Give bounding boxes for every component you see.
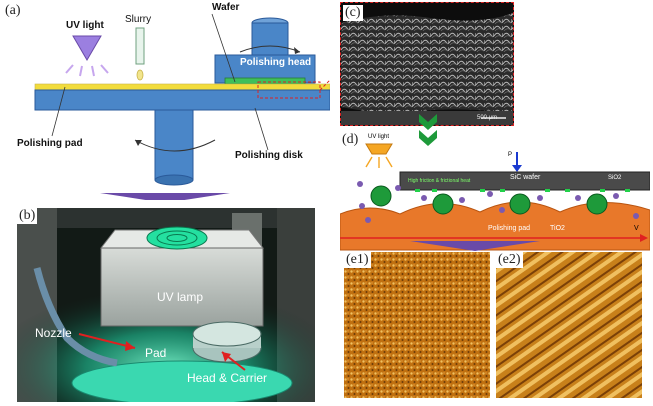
tio2-label: TiO2 — [550, 225, 565, 232]
slurry-label: Slurry — [125, 14, 152, 25]
panel-e1-label: (e1) — [344, 252, 371, 268]
velocity-label: V — [634, 225, 639, 232]
panel-c: (c) 500 μm — [340, 2, 514, 126]
panel-a-schematic — [34, 13, 331, 203]
uv-lamp-box — [100, 247, 264, 327]
nozzle-hose — [33, 267, 118, 367]
panel-d-label: (d) — [340, 132, 361, 148]
panel-e2: (e2) — [496, 252, 642, 398]
panel-c-label: (c) — [343, 5, 363, 21]
afm-image-e1 — [344, 252, 490, 398]
polishing-head-label: Polishing head — [240, 57, 312, 68]
interface-label: High friction & frictional heat — [408, 178, 471, 184]
flow-arrow-down — [100, 193, 230, 203]
uv-light-d-label: UV light — [368, 134, 390, 140]
polishing-pad — [34, 83, 331, 91]
uv-lamp-label: UV lamp — [157, 290, 204, 304]
uv-lamp-icon — [365, 143, 393, 155]
panel-e1: (e1) — [344, 252, 490, 398]
uv-light-icon — [72, 35, 102, 61]
head-carrier-label: Head & Carrier — [187, 371, 268, 385]
flow-chevrons — [419, 114, 437, 146]
uv-light-label: UV light — [66, 20, 104, 31]
sio2-particles — [370, 185, 608, 215]
afm-image-e2 — [496, 252, 642, 398]
sic-wafer-label: SiC wafer — [510, 174, 541, 181]
panel-b-label: (b) — [17, 208, 38, 224]
mechanism-diagram — [339, 143, 651, 251]
uv-rays — [65, 64, 109, 77]
nozzle-label: Nozzle — [35, 326, 72, 340]
flow-arrow-down-2 — [410, 241, 540, 251]
slurry-nozzle — [135, 27, 145, 65]
slurry-drop — [136, 69, 144, 81]
panel-b-photo — [17, 208, 315, 402]
panel-b: (b) UV lamp Nozzle Pad Head & Carrier — [17, 208, 315, 402]
panel-a: (a) UV light Slurry Wafer Polishing head… — [0, 0, 331, 203]
panel-e2-label: (e2) — [496, 252, 523, 268]
pad-disk — [71, 360, 293, 402]
pad-label: Pad — [145, 346, 167, 360]
pressure-label: P — [508, 152, 513, 158]
polishing-pad-d-label: Polishing pad — [488, 225, 531, 232]
sem-image — [341, 3, 513, 125]
fan-icon — [146, 226, 208, 250]
wafer-label: Wafer — [212, 2, 240, 13]
panel-d: (d) UV light P SiC wafer SiO2 High frict… — [339, 132, 651, 252]
sio2-label: SiO2 — [608, 175, 622, 181]
panel-a-label: (a) — [3, 3, 23, 19]
wafer — [224, 77, 306, 85]
polishing-pad-label: Polishing pad — [17, 138, 83, 149]
polishing-disk-label: Polishing disk — [235, 150, 303, 161]
scale-bar-label: 500 μm — [477, 115, 498, 121]
polishing-disk — [34, 89, 331, 111]
